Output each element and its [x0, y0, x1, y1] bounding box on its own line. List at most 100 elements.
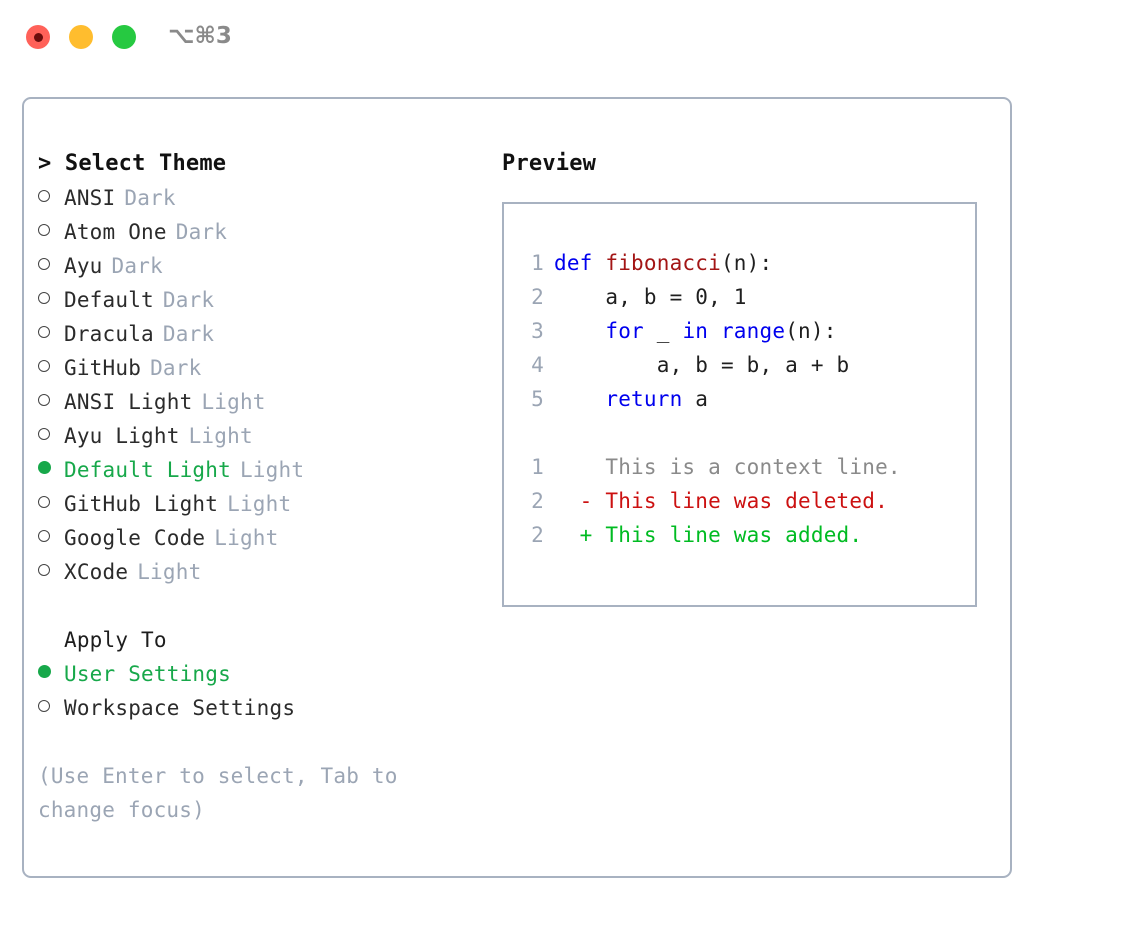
- theme-variant-tag: Dark: [111, 254, 163, 278]
- theme-option-default-light[interactable]: Default Light Light: [38, 453, 498, 487]
- code-token: for: [605, 319, 644, 343]
- apply-to-option-user-settings[interactable]: User Settings: [38, 657, 498, 691]
- radio-empty-icon: [38, 555, 64, 589]
- theme-option-label: Ayu Light: [64, 424, 180, 448]
- theme-variant-tag: Light: [239, 458, 305, 482]
- diff-sample: 1 This is a context line.2 - This line w…: [518, 450, 975, 552]
- radio-selected-icon: [38, 657, 64, 691]
- close-button[interactable]: [26, 25, 50, 49]
- radio-empty-icon: [38, 317, 64, 351]
- radio-dot: [38, 665, 51, 678]
- code-token: [708, 319, 721, 343]
- line-number: 1: [531, 455, 544, 479]
- theme-variant-tag: Dark: [162, 322, 215, 346]
- diff-line-text: - This line was deleted.: [554, 489, 888, 513]
- theme-option-label: XCode: [64, 560, 129, 584]
- theme-option-label: GitHub: [64, 356, 142, 380]
- code-spacer: [518, 416, 975, 450]
- radio-empty-icon: [38, 283, 64, 317]
- line-number: 2: [531, 489, 544, 513]
- diff-line-text: This is a context line.: [554, 455, 901, 479]
- theme-option-label: Dracula: [64, 322, 154, 346]
- radio-dot: [38, 224, 50, 236]
- theme-option-github[interactable]: GitHub Dark: [38, 351, 498, 385]
- preview-heading: Preview: [502, 151, 597, 176]
- line-number: 3: [531, 319, 544, 343]
- keyboard-shortcut-label: ⌥⌘3: [168, 23, 232, 49]
- radio-empty-icon: [38, 351, 64, 385]
- code-token: a, b = b, a + b: [656, 353, 850, 377]
- code-token: return: [605, 387, 683, 411]
- theme-option-label: Default Light: [64, 458, 231, 482]
- theme-option-label: Default: [64, 288, 154, 312]
- window-controls: [26, 25, 136, 49]
- code-token: in: [682, 319, 709, 343]
- theme-option-label: ANSI: [64, 186, 116, 210]
- line-number: 2: [531, 523, 544, 547]
- apply-to-option-label: Workspace Settings: [64, 696, 296, 720]
- code-line: 2 a, b = 0, 1: [518, 280, 975, 314]
- radio-empty-icon: [38, 419, 64, 453]
- theme-option-default[interactable]: Default Dark: [38, 283, 498, 317]
- radio-selected-icon: [38, 453, 64, 487]
- zoom-button[interactable]: [112, 25, 136, 49]
- radio-dot: [38, 190, 50, 202]
- section-spacer: [38, 589, 498, 623]
- diff-line-text: + This line was added.: [554, 523, 863, 547]
- code-token: def: [554, 251, 606, 275]
- line-number: 4: [531, 353, 544, 377]
- radio-empty-icon: [38, 385, 64, 419]
- theme-variant-tag: Dark: [124, 186, 176, 210]
- theme-variant-tag: Light: [137, 560, 202, 584]
- radio-empty-icon: [38, 249, 64, 283]
- theme-variant-tag: Light: [214, 526, 279, 550]
- minimize-button[interactable]: [69, 25, 93, 49]
- code-line-text: a, b = 0, 1: [554, 280, 747, 314]
- radio-dot: [38, 360, 50, 372]
- code-line: 4 a, b = b, a + b: [518, 348, 975, 382]
- diff-line-added: 2 + This line was added.: [518, 518, 975, 552]
- theme-option-ansi[interactable]: ANSI Dark: [38, 181, 498, 215]
- line-number: 2: [531, 285, 544, 309]
- radio-dot: [38, 496, 50, 508]
- line-number: 1: [531, 251, 544, 275]
- apply-to-option-label: User Settings: [64, 662, 231, 686]
- code-token: range: [720, 319, 786, 343]
- select-theme-heading: > Select Theme: [38, 151, 227, 176]
- radio-dot: [38, 394, 50, 406]
- code-token: a: [682, 387, 709, 411]
- radio-dot: [38, 461, 51, 474]
- apply-to-option-workspace-settings[interactable]: Workspace Settings: [38, 691, 498, 725]
- radio-empty-icon: [38, 487, 64, 521]
- radio-dot: [38, 258, 50, 270]
- diff-line-context: 1 This is a context line.: [518, 450, 975, 484]
- diff-line-deleted: 2 - This line was deleted.: [518, 484, 975, 518]
- code-token: (n):: [785, 319, 837, 343]
- code-token: _: [643, 319, 683, 343]
- radio-empty-icon: [38, 215, 64, 249]
- theme-option-xcode[interactable]: XCode Light: [38, 555, 498, 589]
- radio-empty-icon: [38, 181, 64, 215]
- theme-variant-tag: Dark: [162, 288, 215, 312]
- radio-dot: [38, 428, 50, 440]
- code-token: a, b = 0, 1: [605, 285, 747, 309]
- theme-variant-tag: Dark: [150, 356, 202, 380]
- radio-dot: [38, 326, 50, 338]
- theme-option-dracula[interactable]: Dracula Dark: [38, 317, 498, 351]
- radio-dot: [38, 700, 50, 712]
- apply-to-heading: Apply To: [64, 628, 167, 652]
